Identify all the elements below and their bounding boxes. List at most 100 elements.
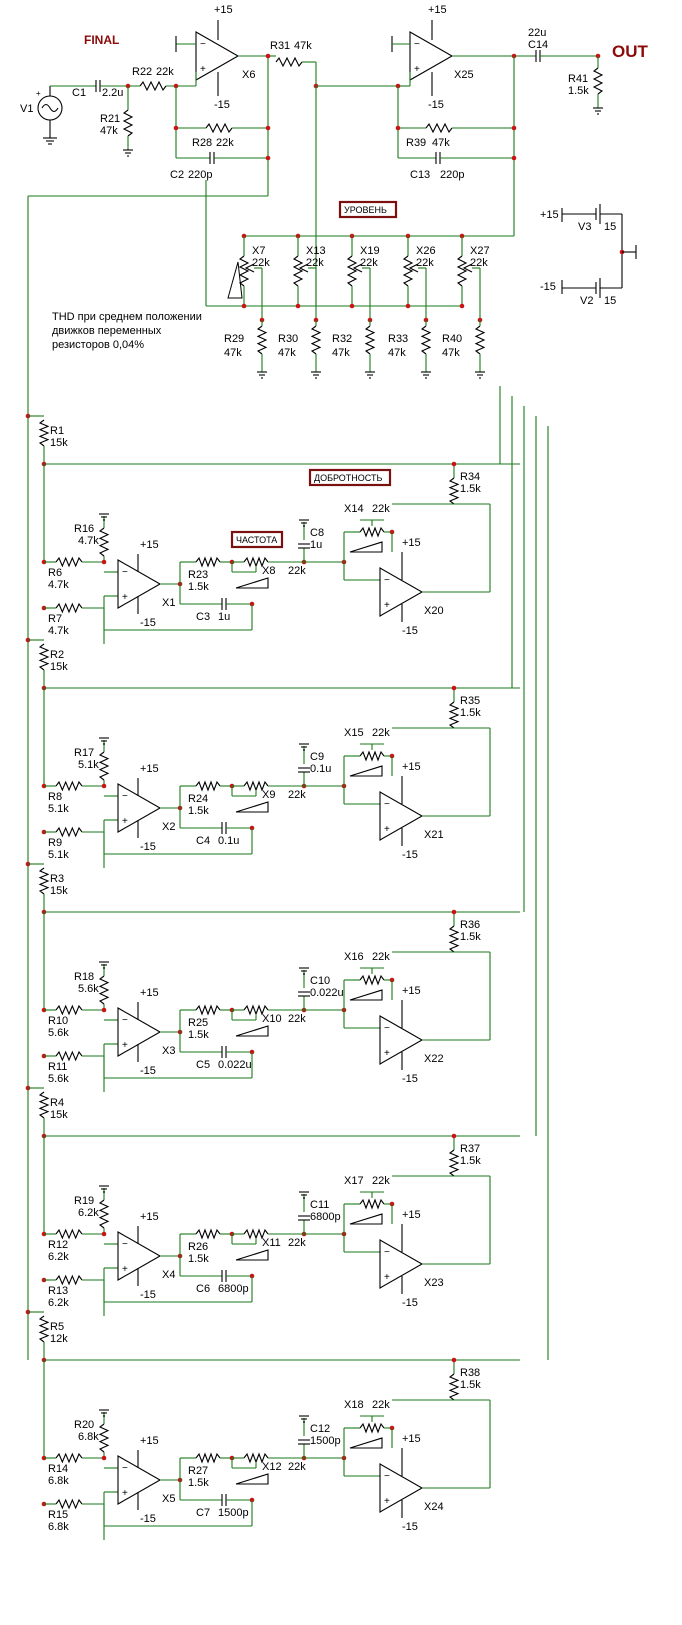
q-pot-value: 22k	[372, 727, 390, 739]
band-neg-rail: -15	[140, 1289, 156, 1301]
opamp-minus: −	[122, 1015, 128, 1026]
junction-dot	[101, 1455, 107, 1461]
opamp-name: X20	[424, 605, 444, 617]
freq-res-value: 1.5k	[188, 1029, 209, 1041]
junction-dot	[101, 1007, 107, 1013]
x25-name: X25	[454, 69, 474, 81]
resistor	[359, 750, 385, 762]
input-res-value: 6.8k	[48, 1475, 69, 1487]
band-pos-rail: +15	[402, 1433, 421, 1445]
rf-name: R19	[74, 1195, 94, 1207]
input-res-name: R12	[48, 1239, 68, 1251]
level-res-name: R30	[278, 333, 298, 345]
trim-indicator	[349, 765, 383, 777]
rf-value: 5.6k	[78, 983, 99, 995]
wiper-arrow	[462, 263, 473, 273]
x25-pos-rail: +15	[428, 4, 447, 16]
band-neg-rail: -15	[140, 1065, 156, 1077]
junction-dot	[101, 559, 107, 565]
opamp-x3	[117, 1007, 162, 1057]
series-res-name: R5	[50, 1321, 64, 1333]
rf-r18	[98, 975, 110, 1005]
junction-dot	[451, 1133, 457, 1139]
rq-r38	[448, 1373, 460, 1401]
junction-dot	[459, 303, 465, 309]
rf-r20	[98, 1423, 110, 1453]
input-res-name: R10	[48, 1015, 68, 1027]
rf-r17	[98, 751, 110, 781]
series-res-value: 15k	[50, 661, 68, 673]
r39-value: 47k	[432, 137, 450, 149]
trim-indicator	[235, 1249, 269, 1261]
freq-res-name: R26	[188, 1241, 208, 1253]
trim-indicator	[349, 541, 383, 553]
opamp-name: X5	[162, 1493, 175, 1505]
q-pot-name: X16	[344, 951, 364, 963]
r22-value: 22k	[156, 66, 174, 78]
r21-name: R21	[100, 113, 120, 125]
opamp-name: X4	[162, 1269, 175, 1281]
r39-name: R39	[406, 137, 426, 149]
input-res-value: 5.6k	[48, 1027, 69, 1039]
band-neg-rail: -15	[402, 1521, 418, 1533]
freq-cap-value: 1500p	[218, 1507, 249, 1519]
rf-value: 5.1k	[78, 759, 99, 771]
freq-cap-value: 6800p	[310, 1211, 341, 1223]
v2-value: 15	[604, 295, 616, 307]
trim-indicator	[235, 577, 269, 589]
series-res-value: 15k	[50, 885, 68, 897]
freq-pot-name: X9	[262, 789, 275, 801]
resistor	[359, 1198, 385, 1210]
level-pot-value: 22k	[416, 257, 434, 269]
input-res-value: 6.2k	[48, 1297, 69, 1309]
level-res-name: R33	[388, 333, 408, 345]
level-res-value: 47k	[388, 347, 406, 359]
x6-pos-rail: +15	[214, 4, 233, 16]
freq-cap-name: C6	[196, 1283, 210, 1295]
r31-name: R31	[270, 40, 290, 52]
input-res-name: R14	[48, 1463, 68, 1475]
opamp-plus: +	[122, 1040, 128, 1051]
level-res-r32	[364, 325, 376, 355]
series-res-name: R2	[50, 649, 64, 661]
rf-value: 4.7k	[78, 535, 99, 547]
v2-name: V2	[580, 295, 593, 307]
freq-cap-name: C5	[196, 1059, 210, 1071]
wiper-arrow	[298, 263, 309, 273]
level-pot-value: 22k	[252, 257, 270, 269]
level-pot-value: 22k	[470, 257, 488, 269]
r28-name: R28	[192, 137, 212, 149]
rq-r34	[448, 477, 460, 505]
opamp-plus: +	[122, 592, 128, 603]
freq-pot-value: 22k	[288, 1013, 306, 1025]
input-res-value: 5.1k	[48, 849, 69, 861]
freq-cap-name: C7	[196, 1507, 210, 1519]
schematic-static: FINAL OUT V1 + C1 2.2u R22 22k	[20, 4, 649, 1360]
q-res-name: R36	[460, 919, 480, 931]
junction-dot	[241, 303, 247, 309]
level-res-r29	[256, 325, 268, 355]
freq-cap-value: 1u	[310, 539, 322, 551]
freq-pot-value: 22k	[288, 789, 306, 801]
wiper-arrow	[244, 263, 255, 273]
opamp-plus: +	[122, 1264, 128, 1275]
rf-name: R18	[74, 971, 94, 983]
quality-label: ДОБРОТНОСТЬ	[314, 473, 383, 483]
q-pot-name: X15	[344, 727, 364, 739]
freq-cap-name: C11	[310, 1199, 329, 1211]
freq-res-value: 1.5k	[188, 1477, 209, 1489]
band-neg-rail: -15	[402, 1073, 418, 1085]
opamp-plus: +	[384, 1272, 390, 1283]
freq-res-name: R24	[188, 793, 208, 805]
r21-value: 47k	[100, 125, 118, 137]
r22-name: R22	[132, 66, 152, 78]
opamp-minus: −	[122, 1463, 128, 1474]
opamp-name: X21	[424, 829, 444, 841]
svg-text:+: +	[414, 64, 420, 75]
resistor	[55, 1004, 83, 1016]
thd-note-line-3: резисторов 0,04%	[52, 339, 144, 351]
band-neg-rail: -15	[402, 1297, 418, 1309]
c14-name: C14	[528, 39, 548, 51]
freq-pot-name: X11	[262, 1237, 281, 1249]
